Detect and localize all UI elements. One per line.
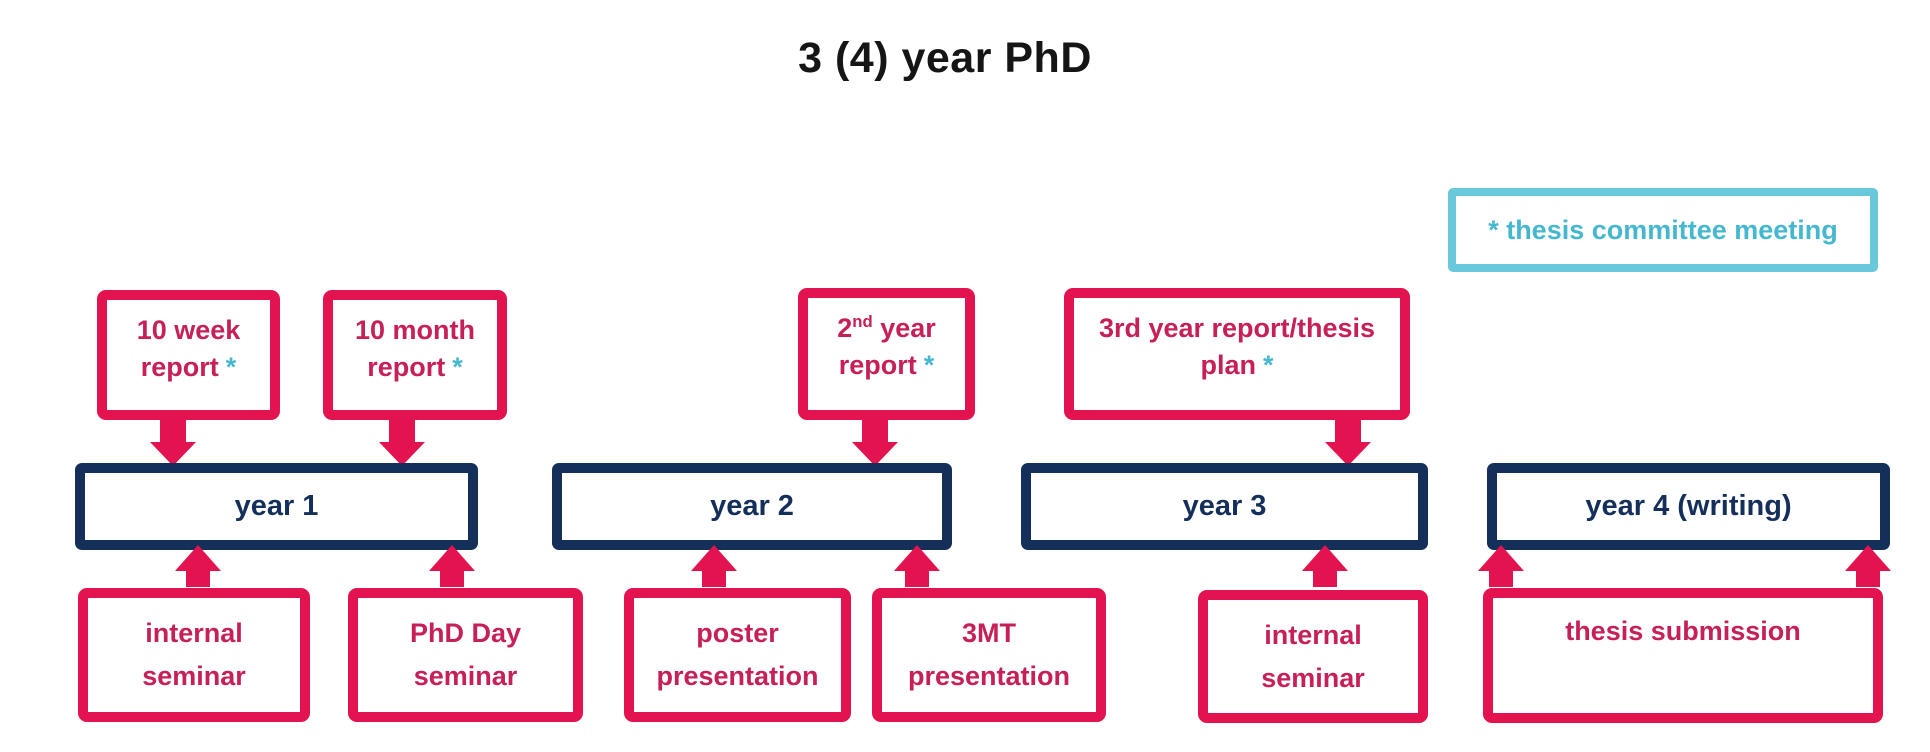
arrow-up-icon xyxy=(1478,545,1524,587)
activity-line: seminar xyxy=(413,661,518,691)
year-bar-2: year 2 xyxy=(552,463,952,550)
milestone-line: report* xyxy=(838,350,935,380)
activity-line: PhD Day xyxy=(409,618,522,648)
milestone-line: 2nd year xyxy=(837,312,936,343)
activity-line: seminar xyxy=(1261,662,1365,693)
activity-phd-day-seminar: PhD Day seminar xyxy=(348,588,583,722)
milestone-line: report* xyxy=(367,352,463,382)
arrow-down-icon xyxy=(1325,420,1371,466)
arrow-up-icon xyxy=(1845,545,1891,587)
year-label: year 4 (writing) xyxy=(1585,490,1792,522)
thesis-committee-asterisk: * xyxy=(452,352,463,382)
thesis-committee-asterisk: * xyxy=(225,352,237,382)
activity-poster-presentation: poster presentation xyxy=(624,588,851,722)
arrow-down-icon xyxy=(852,420,898,466)
arrow-up-icon xyxy=(894,545,940,587)
arrow-up-icon xyxy=(691,545,737,587)
year-bar-3: year 3 xyxy=(1021,463,1428,550)
legend-box: * thesis committee meeting xyxy=(1448,188,1878,272)
milestone-line: report* xyxy=(140,352,237,382)
milestone-10-week-report: 10 week report* xyxy=(97,290,280,420)
milestone-2nd-year-report: 2nd year report* xyxy=(798,288,975,420)
milestone-line: 10 week xyxy=(136,315,241,345)
activity-internal-seminar-year3: internal seminar xyxy=(1198,590,1428,723)
activity-line: thesis submission xyxy=(1565,616,1801,646)
activity-line: presentation xyxy=(656,661,819,691)
activity-line: presentation xyxy=(907,661,1071,691)
year-label: year 2 xyxy=(710,490,794,522)
activity-line: internal xyxy=(1264,619,1362,650)
arrow-up-icon xyxy=(1302,545,1348,587)
arrow-down-icon xyxy=(379,420,425,466)
diagram-title: 3 (4) year PhD xyxy=(798,34,1092,82)
legend-label: * thesis committee meeting xyxy=(1488,214,1838,245)
arrow-up-icon xyxy=(429,545,475,587)
activity-3mt-presentation: 3MT presentation xyxy=(872,588,1106,722)
activity-thesis-submission: thesis submission xyxy=(1483,588,1883,723)
year-label: year 3 xyxy=(1182,490,1267,522)
year-label: year 1 xyxy=(234,490,319,522)
milestone-10-month-report: 10 month report* xyxy=(323,290,507,420)
milestone-3rd-year-report-thesis-plan: 3rd year report/thesis plan* xyxy=(1064,288,1410,420)
year-bar-1: year 1 xyxy=(75,463,478,550)
activity-line: poster xyxy=(696,618,779,648)
arrow-down-icon xyxy=(150,420,196,466)
milestone-line: 3rd year report/thesis xyxy=(1098,313,1376,343)
activity-line: seminar xyxy=(142,661,246,691)
activity-internal-seminar-year1: internal seminar xyxy=(78,588,310,722)
arrow-up-icon xyxy=(175,545,221,587)
milestone-line: 10 month xyxy=(354,315,475,345)
year-bar-4: year 4 (writing) xyxy=(1487,463,1890,550)
activity-line: internal xyxy=(145,618,243,648)
thesis-committee-asterisk: * xyxy=(1263,350,1274,380)
milestone-line: plan* xyxy=(1200,350,1274,380)
activity-line: 3MT xyxy=(962,618,1016,648)
thesis-committee-asterisk: * xyxy=(923,350,935,380)
